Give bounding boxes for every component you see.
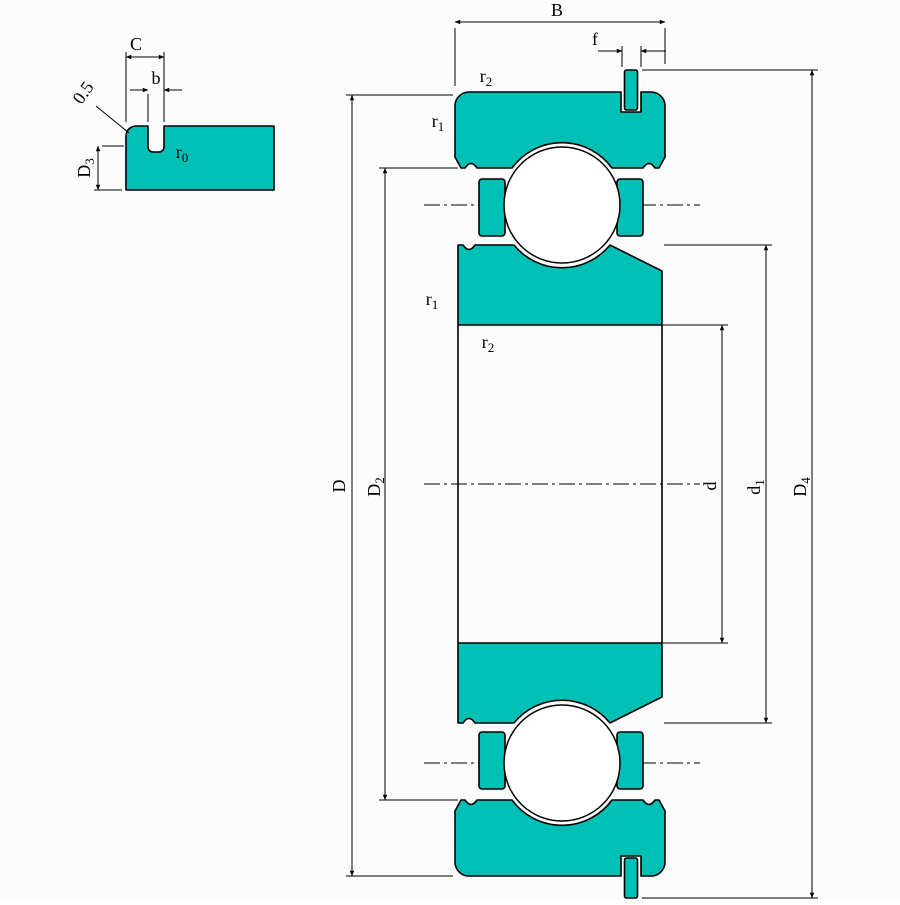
dim-f: f [592,29,666,67]
label-r2-base: r [480,66,486,86]
dim-label-d: d [700,482,720,491]
outer-ring-section [454,91,666,169]
cage-right [616,178,644,237]
dim-label-d1-sub: 1 [752,479,767,486]
dim-label-b: b [152,68,161,88]
dim-d: d [658,324,728,644]
dim-label-D2: D2 [364,477,387,497]
label-r2-sub: 2 [488,340,495,355]
dim-label-D2-sub: 2 [372,477,387,484]
dim-label-D4-sub: 4 [798,477,813,484]
label-r0-base: r [176,142,182,162]
leader-line [95,105,130,134]
dim-label-D: D [329,480,349,493]
label-r0: r0 [176,142,189,165]
dim-D2: D2 [364,167,458,801]
cage-left [478,178,506,237]
label-r2-sub: 2 [486,74,493,89]
dim-label-d1-base: d [744,486,764,495]
label-r1-base: r [432,111,438,131]
dim-label-D2-base: D [364,484,384,497]
dim-label-D4-base: D [790,484,810,497]
dim-d1: d1 [664,244,772,724]
dim-label-f: f [592,29,598,49]
bearing-half-mirrored [423,642,701,899]
dim-label-B: B [551,0,563,20]
dim-label-D3-sub: 3 [82,158,97,165]
detail-ring-section [125,125,275,191]
label-r0-sub: 0 [182,150,189,165]
dim-D4: D4 [642,69,818,899]
label-r1-base: r [426,289,432,309]
bearing-half-section [424,69,700,326]
dim-label-D4: D4 [790,477,813,497]
dim-B: B [454,0,666,86]
label-r2-bottom: r2 [482,332,495,355]
label-r2-base: r [482,332,488,352]
dim-label-C: C [130,34,142,54]
label-r1-sub: 1 [438,119,445,134]
dim-label-d1: d1 [744,479,767,495]
label-r1-sub: 1 [432,297,439,312]
dim-D: D [329,94,453,877]
label-r1-top: r1 [432,111,445,134]
dim-label-D3: D3 [74,158,97,178]
dim-label-D3-base: D [74,165,94,178]
label-r2-top: r2 [480,66,493,89]
snap-ring [623,69,639,111]
label-chamfer: 0.5 [68,78,97,108]
detail-view: C b 0.5 r0 D3 [68,34,275,191]
inner-ring-section [457,244,663,326]
ball [503,146,621,264]
label-r1-bottom: r1 [426,289,439,312]
